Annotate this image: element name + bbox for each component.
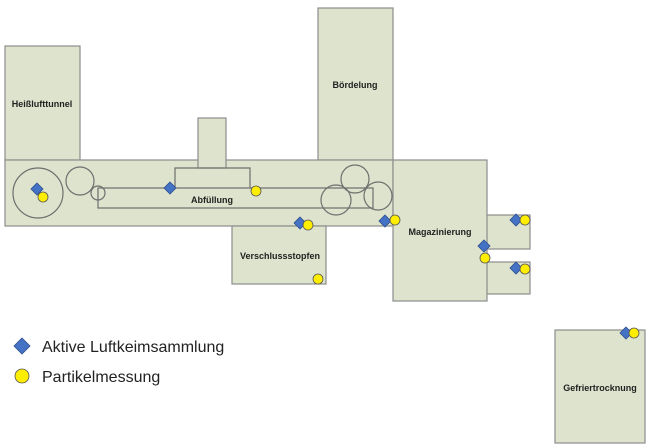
- legend: Aktive Luftkeimsammlung Partikelmessung: [13, 337, 224, 386]
- air-sampling-marker: [509, 261, 523, 275]
- machine-tower: [197, 117, 227, 169]
- machine-wheel-small: [90, 185, 106, 201]
- label-verschlussstopfen: Verschlussstopfen: [240, 251, 320, 261]
- label-gefriertrocknung: Gefriertrocknung: [563, 383, 637, 393]
- room-boerdelung: [317, 7, 394, 161]
- machine-wheel-right-b: [340, 164, 370, 194]
- air-sampling-marker: [477, 239, 491, 253]
- air-sampling-marker: [163, 181, 177, 195]
- machine-wheel-large: [12, 167, 64, 219]
- machine-wheel-right-c: [363, 181, 393, 211]
- legend-circle-icon: [14, 368, 30, 384]
- particle-marker: [37, 191, 49, 203]
- label-magazinierung: Magazinierung: [408, 227, 471, 237]
- particle-marker: [519, 214, 531, 226]
- particle-marker: [250, 185, 262, 197]
- label-boerdelung: Bördelung: [333, 80, 378, 90]
- label-abfuellung: Abfüllung: [191, 195, 233, 205]
- particle-marker: [389, 214, 401, 226]
- legend-diamond-icon: [13, 337, 31, 355]
- air-sampling-marker: [30, 182, 44, 196]
- machine-filling-hood: [174, 167, 251, 188]
- machine-conveyor: [97, 187, 374, 209]
- room-verschlussstopfen: [231, 225, 327, 285]
- room-gefriertrocknung: [554, 329, 646, 444]
- machine-wheel-right-a: [320, 184, 352, 216]
- particle-marker: [302, 219, 314, 231]
- particle-marker: [519, 263, 531, 275]
- legend-active-air-label: Aktive Luftkeimsammlung: [42, 339, 224, 356]
- legend-particle-label: Partikelmessung: [42, 369, 160, 386]
- room-magazinierung: [392, 159, 488, 302]
- air-sampling-marker: [378, 214, 392, 228]
- particle-marker: [628, 327, 640, 339]
- room-heisslufttunnel: [4, 45, 81, 161]
- particle-marker: [312, 273, 324, 285]
- label-heisslufttunnel: Heißlufttunnel: [12, 99, 73, 109]
- machine-wheel-medium: [65, 166, 95, 196]
- particle-marker: [479, 252, 491, 264]
